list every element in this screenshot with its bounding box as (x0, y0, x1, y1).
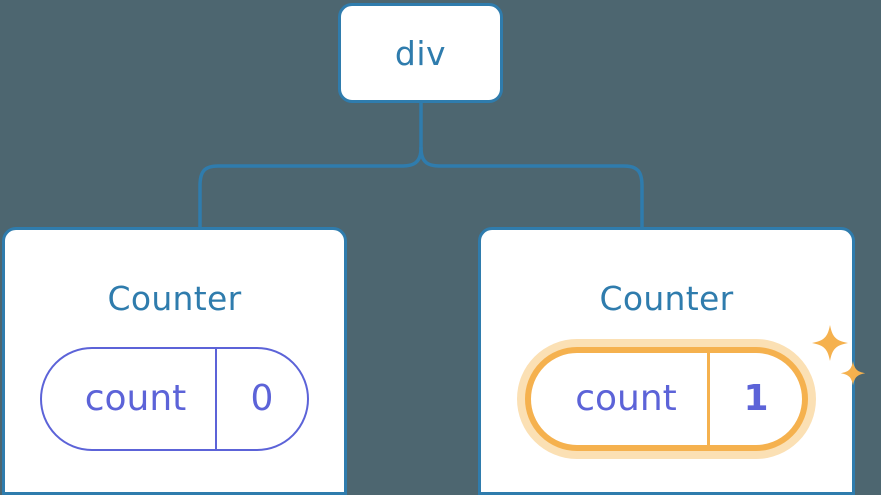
node-root-div[interactable]: div (338, 3, 503, 103)
connector-right-branch (419, 146, 644, 229)
connector-left-branch (198, 146, 423, 229)
state-pill-left[interactable]: count 0 (40, 347, 309, 451)
state-pill-left-wrapper: count 0 (40, 347, 309, 451)
sparkle-group (812, 325, 866, 386)
state-value-label: 0 (215, 349, 307, 449)
state-value-label: 1 (707, 353, 802, 445)
counter-right-title: Counter (599, 279, 734, 318)
sparkle-icon-small (840, 361, 866, 386)
state-pill-right[interactable]: count 1 (525, 347, 808, 451)
root-node-label: div (394, 33, 447, 73)
node-counter-right[interactable]: Counter count 1 (478, 227, 866, 495)
state-key-label: count (575, 378, 677, 419)
counter-left-title: Counter (107, 279, 242, 318)
state-pill-right-wrapper: count 1 (525, 325, 866, 451)
sparkle-icon-large (812, 325, 848, 361)
state-key-label: count (84, 378, 187, 419)
node-counter-left[interactable]: Counter count 0 (2, 227, 347, 495)
